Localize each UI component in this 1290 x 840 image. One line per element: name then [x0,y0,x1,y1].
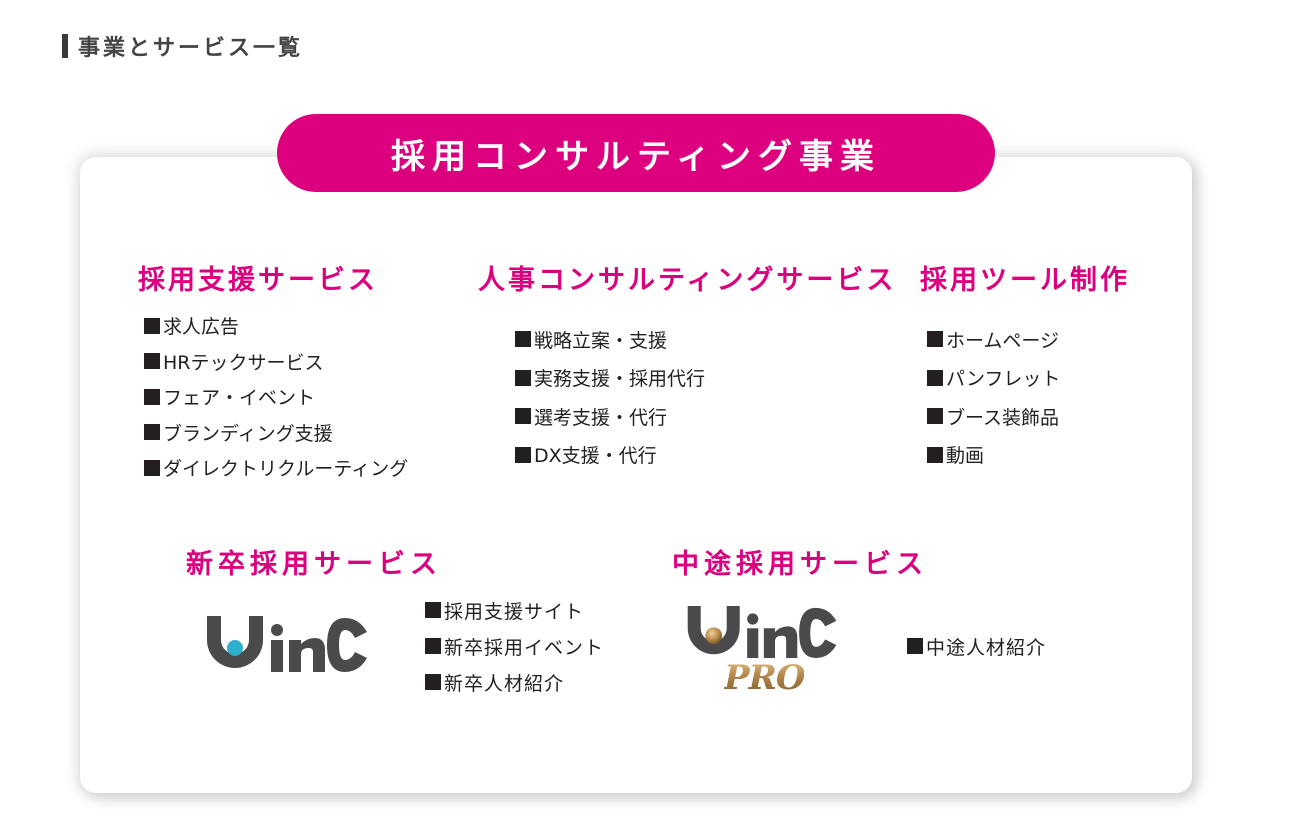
business-banner: 採用コンサルティング事業 [277,114,995,192]
hr-consulting-list: 戦略立案・支援 実務支援・採用代行 選考支援・代行 DX支援・代行 [515,320,705,474]
winc-pro-logo [684,602,840,662]
list-item: 新卒人材紹介 [425,664,604,700]
recruit-tools-list: ホームページ パンフレット ブース装飾品 動画 [927,320,1060,474]
list-item: ホームページ [927,320,1060,359]
section-title-recruit-tools: 採用ツール制作 [920,265,1130,296]
list-item: ブランディング支援 [144,415,408,451]
list-item: 新卒採用イベント [425,628,604,664]
new-grad-list: 採用支援サイト 新卒採用イベント 新卒人材紹介 [425,592,604,700]
winc-pro-logo-icon [687,606,837,658]
section-title-new-grad: 新卒採用サービス [186,549,442,580]
bullet-square-icon [515,408,531,425]
section-title-recruit-support: 採用支援サービス [138,265,378,296]
list-item: ダイレクトリクルーティング [144,450,408,486]
bullet-square-icon [425,602,441,618]
winc-logo [203,612,371,676]
list-item: 実務支援・採用代行 [515,359,705,398]
bullet-square-icon [425,638,441,654]
list-item: ブース装飾品 [927,397,1060,436]
bullet-square-icon [144,353,160,370]
winc-logo-icon [207,616,367,672]
bullet-square-icon [515,369,531,386]
heading-bar-decoration [62,34,68,58]
bullet-square-icon [144,459,160,476]
recruit-support-list: 求人広告 HRテックサービス フェア・イベント ブランディング支援 ダイレクトリ… [144,308,408,486]
winc-pro-subtitle: PRO [724,658,805,698]
bullet-square-icon [927,331,943,348]
page-heading: 事業とサービス一覧 [62,30,303,62]
bullet-square-icon [515,331,531,348]
section-title-hr-consulting: 人事コンサルティングサービス [478,265,897,296]
list-item: 動画 [927,436,1060,475]
list-item: 戦略立案・支援 [515,320,705,359]
bullet-square-icon [907,638,923,654]
list-item: 求人広告 [144,308,408,344]
list-item: パンフレット [927,359,1060,398]
service-card [80,157,1192,793]
list-item: 採用支援サイト [425,592,604,628]
bullet-square-icon [927,408,943,425]
list-item: フェア・イベント [144,379,408,415]
bullet-square-icon [144,317,160,334]
bullet-square-icon [927,369,943,386]
business-banner-title: 採用コンサルティング事業 [391,136,881,177]
list-item: 選考支援・代行 [515,397,705,436]
bullet-square-icon [144,388,160,405]
list-item: DX支援・代行 [515,436,705,475]
bullet-square-icon [425,674,441,690]
page-title: 事業とサービス一覧 [78,36,304,61]
bullet-square-icon [927,446,943,463]
bullet-square-icon [144,424,160,441]
section-title-mid-career: 中途採用サービス [672,549,928,580]
list-item: 中途人材紹介 [907,628,1046,664]
bullet-square-icon [515,446,531,463]
mid-career-list: 中途人材紹介 [907,628,1046,664]
list-item: HRテックサービス [144,344,408,380]
